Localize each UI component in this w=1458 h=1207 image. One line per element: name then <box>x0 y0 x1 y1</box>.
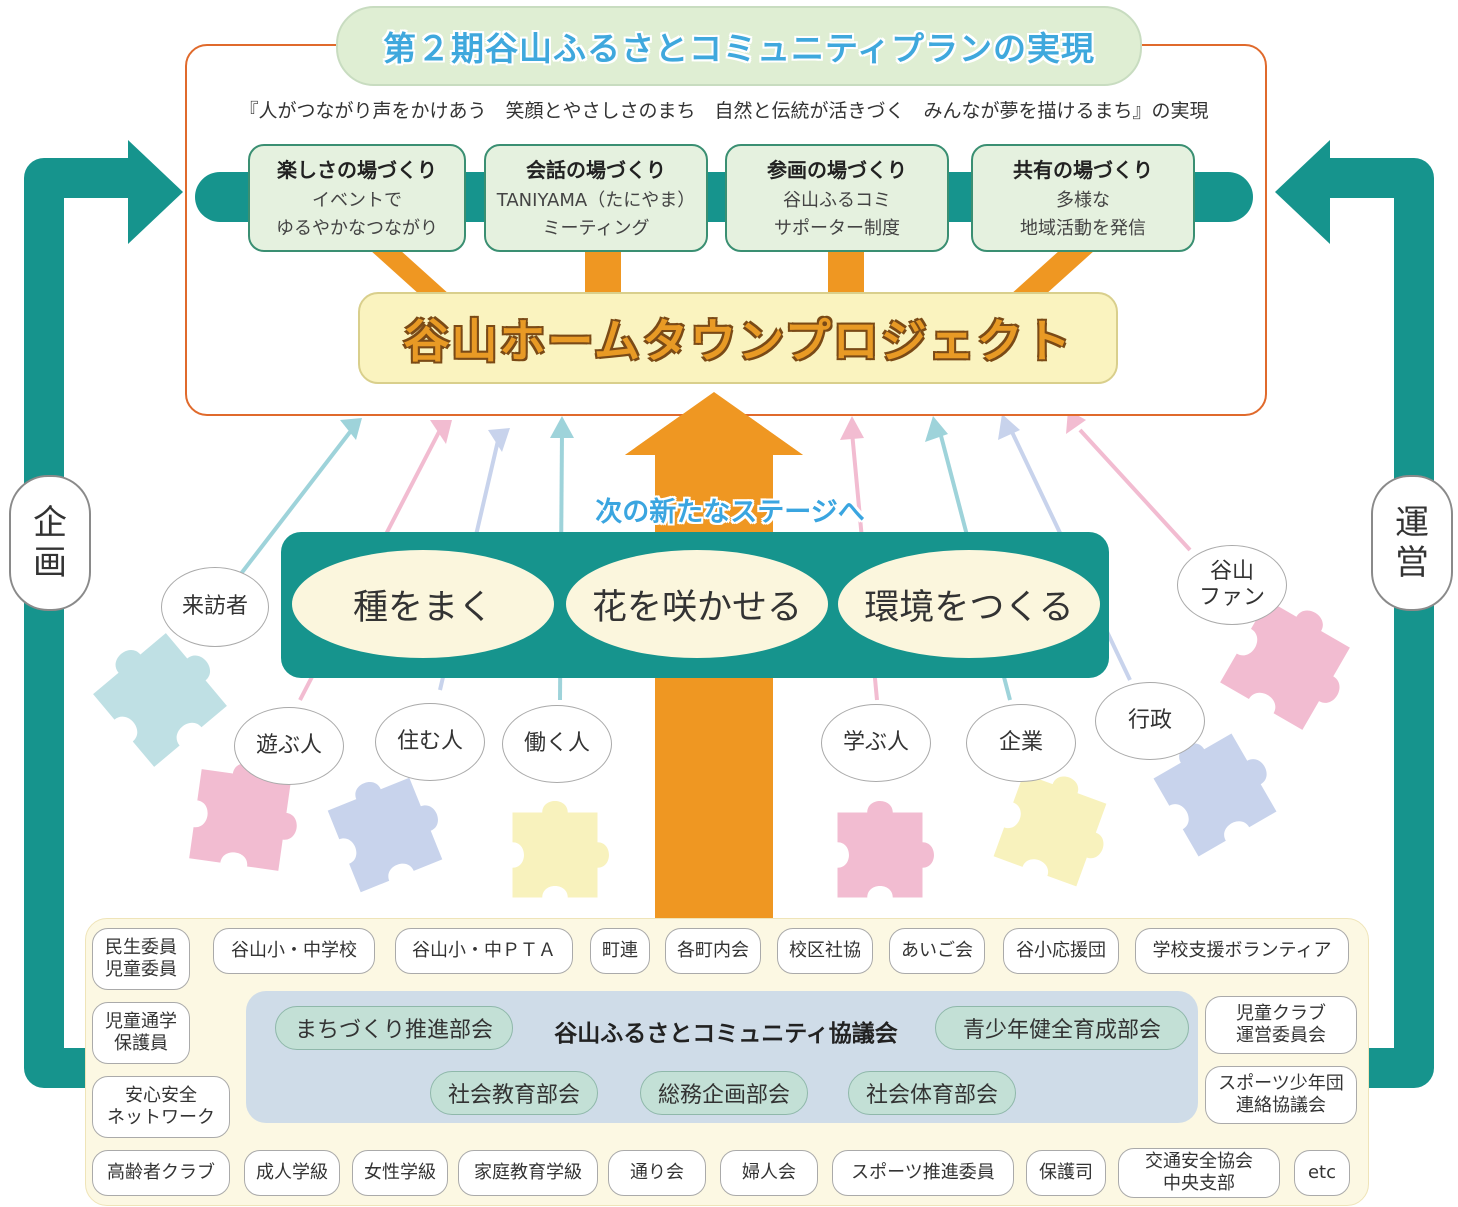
org-volunteer: 学校支援ボランティア <box>1135 928 1349 974</box>
org-line: 児童委員 <box>105 959 177 980</box>
org-traffic-safety: 交通安全協会 中央支部 <box>1118 1148 1280 1198</box>
fan-line-1: 谷山 <box>1209 559 1254 584</box>
org-line: 安心安全 <box>125 1085 197 1106</box>
org-chonaikai: 各町内会 <box>665 928 761 974</box>
org-pta: 谷山小・中ＰＴＡ <box>395 928 573 974</box>
planning-label: 企 画 <box>9 475 91 611</box>
org-school: 谷山小・中学校 <box>213 928 375 974</box>
action-bloom-flowers: 花を咲かせる <box>566 550 828 658</box>
org-etc: etc <box>1294 1150 1350 1196</box>
planning-char-1: 企 <box>33 503 67 543</box>
org-elderly: 高齢者クラブ <box>92 1150 230 1196</box>
slogan-text: 『人がつながり声をかけあう 笑顔とやさしさのまち 自然と伝統が活きづく みんなが… <box>239 100 1209 122</box>
org-anshin: 安心安全 ネットワーク <box>92 1076 230 1138</box>
action-build-environment: 環境をつくる <box>838 550 1100 658</box>
left-arrowhead <box>128 140 183 244</box>
bubble-visitor: 来訪者 <box>161 567 269 647</box>
org-line: 交通安全協会 <box>1145 1151 1253 1172</box>
action-sow-seeds: 種をまく <box>292 550 554 658</box>
place-line: ミーティング <box>542 218 650 239</box>
place-title: 楽しさの場づくり <box>277 158 437 182</box>
org-hogoshi: 保護司 <box>1026 1150 1106 1196</box>
dept-general-planning: 総務企画部会 <box>640 1071 808 1115</box>
org-tori: 通り会 <box>608 1150 706 1196</box>
org-line: 保護員 <box>114 1033 168 1054</box>
org-child-club: 児童クラブ 運営委員会 <box>1205 996 1357 1054</box>
org-aigokai: あいご会 <box>889 928 985 974</box>
org-choren: 町連 <box>590 928 650 974</box>
place-title: 共有の場づくり <box>1013 158 1153 182</box>
bubble-fan: 谷山 ファン <box>1177 545 1287 625</box>
place-line: ゆるやかなつながり <box>276 218 438 239</box>
org-sports-youth: スポーツ少年団 連絡協議会 <box>1205 1066 1357 1124</box>
management-label: 運 営 <box>1371 475 1453 611</box>
plan-title: 第２期谷山ふるさとコミュニティプランの実現 <box>336 6 1142 86</box>
bubble-work: 働く人 <box>502 705 612 783</box>
management-char-2: 営 <box>1395 543 1429 583</box>
place-line: TANIYAMA（たにやま） <box>496 190 696 211</box>
bubble-admin: 行政 <box>1095 682 1205 760</box>
org-women-class: 女性学級 <box>352 1150 448 1196</box>
org-minsei: 民生委員 児童委員 <box>92 928 190 990</box>
bubble-learn: 学ぶ人 <box>821 704 931 782</box>
bubble-play: 遊ぶ人 <box>234 707 344 785</box>
place-box-conversation: 会話の場づくり TANIYAMA（たにやま） ミーティング <box>484 144 708 252</box>
org-line: 児童通学 <box>105 1011 177 1032</box>
place-line: サポーター制度 <box>774 218 900 239</box>
dept-youth: 青少年健全育成部会 <box>935 1006 1189 1050</box>
place-title: 会話の場づくり <box>526 158 666 182</box>
next-stage-label: 次の新たなステージへ <box>595 497 865 528</box>
right-loop-arrow <box>1328 158 1434 1088</box>
place-line: 多様な <box>1056 190 1110 211</box>
hometown-project: 谷山ホームタウンプロジェクト <box>358 292 1118 384</box>
dept-social-sports: 社会体育部会 <box>848 1071 1016 1115</box>
org-line: スポーツ少年団 <box>1218 1073 1344 1094</box>
org-fujin: 婦人会 <box>720 1150 818 1196</box>
org-tsugaku: 児童通学 保護員 <box>92 1002 190 1064</box>
place-box-participation: 参画の場づくり 谷山ふるコミ サポーター制度 <box>725 144 949 252</box>
bubble-live: 住む人 <box>375 703 485 781</box>
left-loop-arrow <box>24 158 130 1088</box>
org-family-education: 家庭教育学級 <box>458 1150 598 1196</box>
place-box-fun: 楽しさの場づくり イベントで ゆるやかなつながり <box>248 144 466 252</box>
org-shakyo: 校区社協 <box>777 928 873 974</box>
org-oendan: 谷小応援団 <box>1003 928 1119 974</box>
org-line: 民生委員 <box>105 937 177 958</box>
bubble-company: 企業 <box>966 704 1076 782</box>
org-line: 中央支部 <box>1163 1173 1235 1194</box>
place-title: 参画の場づくり <box>767 158 907 182</box>
org-line: 運営委員会 <box>1236 1025 1326 1046</box>
org-sports-promotion: スポーツ推進委員 <box>832 1150 1014 1196</box>
council-name: 谷山ふるさとコミュニティ協議会 <box>554 1021 898 1047</box>
place-line: イベントで <box>312 190 402 211</box>
dept-machizukuri: まちづくり推進部会 <box>275 1006 513 1050</box>
org-adult-class: 成人学級 <box>244 1150 340 1196</box>
place-line: 谷山ふるコミ <box>783 190 891 211</box>
place-line: 地域活動を発信 <box>1020 218 1146 239</box>
org-line: 児童クラブ <box>1236 1003 1326 1024</box>
fan-line-2: ファン <box>1198 585 1265 610</box>
dept-social-education: 社会教育部会 <box>430 1071 598 1115</box>
right-arrowhead <box>1275 140 1330 244</box>
org-line: ネットワーク <box>107 1107 215 1128</box>
planning-char-2: 画 <box>33 543 67 583</box>
place-box-sharing: 共有の場づくり 多様な 地域活動を発信 <box>971 144 1195 252</box>
org-line: 連絡協議会 <box>1236 1095 1326 1116</box>
management-char-1: 運 <box>1395 503 1429 543</box>
